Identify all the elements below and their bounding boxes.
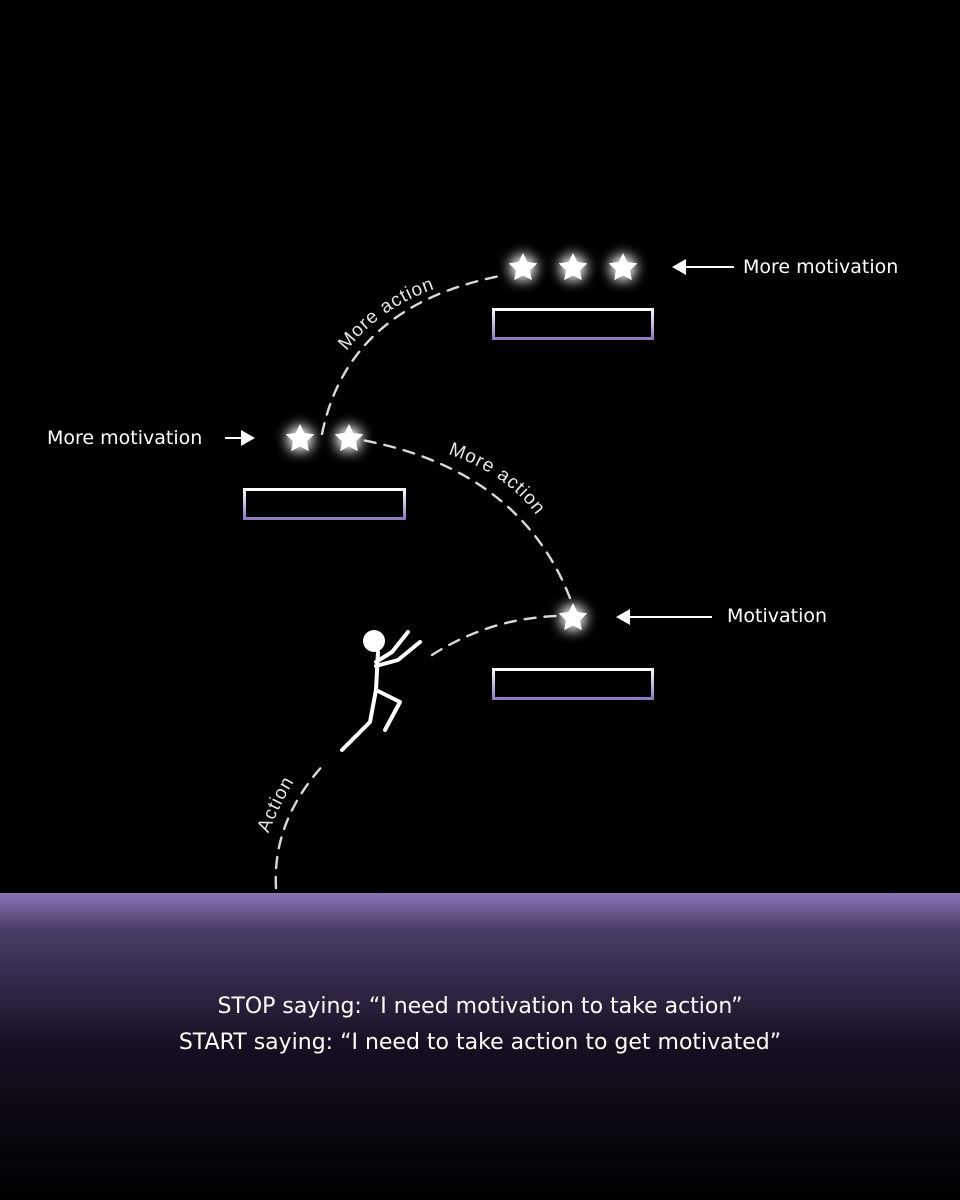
footer-stop-line: STOP saying: “I need motivation to take … — [217, 994, 743, 1019]
path-action-label: Action — [253, 773, 297, 836]
path-action — [274, 760, 328, 890]
path-more-action-lower-label: More action — [446, 439, 548, 519]
path-more-action-lower — [360, 438, 572, 600]
footer-start-line: START saying: “I need to take action to … — [178, 1030, 782, 1055]
stick-figure-icon — [340, 630, 422, 752]
step-mid — [243, 488, 406, 520]
svg-text:Action: Action — [253, 773, 298, 836]
svg-text:More action: More action — [334, 274, 437, 355]
ground — [0, 893, 960, 1200]
step-low — [492, 668, 654, 700]
svg-text:More action: More action — [446, 439, 549, 519]
star-icon — [608, 253, 638, 281]
step-high — [492, 308, 654, 340]
star-icon — [285, 424, 315, 452]
path-more-action-upper — [320, 274, 502, 436]
star-icon — [558, 603, 588, 631]
label-more-motivation-middle: More motivation — [47, 427, 203, 449]
star-icon — [508, 253, 538, 281]
label-motivation: Motivation — [727, 605, 828, 627]
path-more-action-upper-label: More action — [334, 274, 436, 355]
star-icon — [558, 253, 588, 281]
path-to-motivation — [430, 614, 560, 657]
star-icon — [334, 424, 364, 452]
label-more-motivation-top: More motivation — [743, 256, 899, 278]
